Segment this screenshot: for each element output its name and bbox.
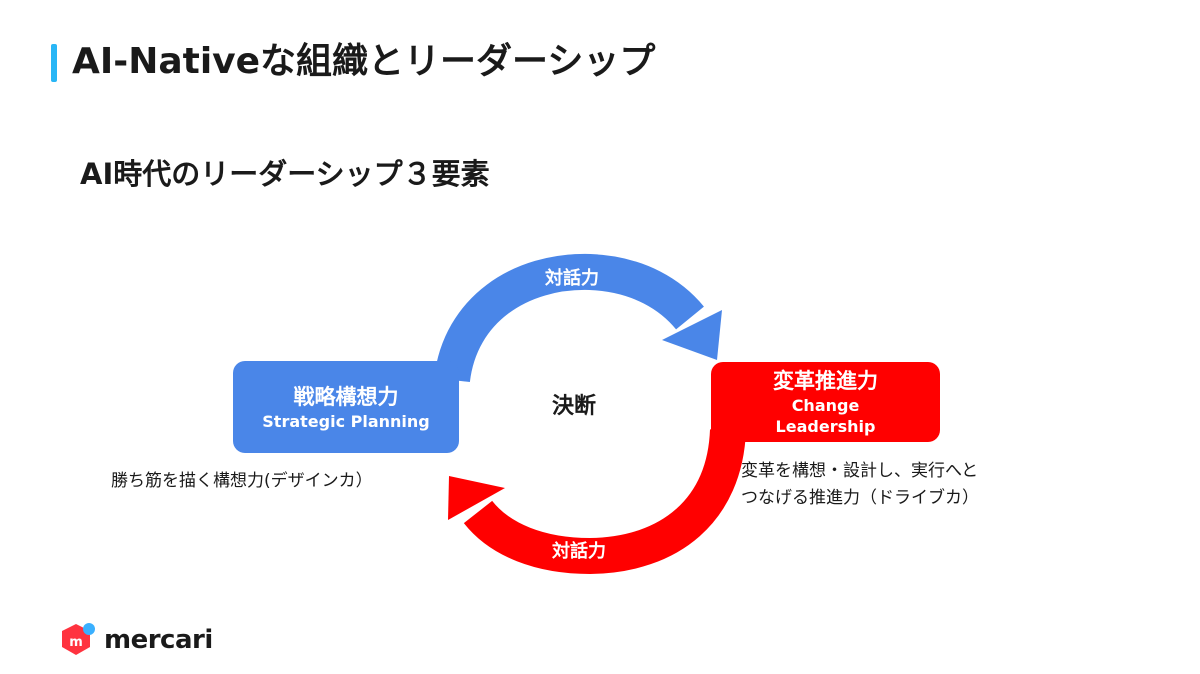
title-accent-bar (51, 44, 57, 82)
top-arrow-label: 対話力 (545, 268, 599, 289)
change-leadership-english-line2: Leadership (775, 417, 876, 436)
mercari-logo-text: mercari (104, 625, 213, 655)
strategic-planning-title: 戦略構想力 (293, 384, 399, 409)
top-cycle-arrow-shaft (434, 253, 704, 383)
change-leadership-box: 変革推進力 Change Leadership (711, 362, 940, 442)
change-leadership-english-line1: Change (791, 396, 860, 415)
strategic-planning-box: 戦略構想力 Strategic Planning (233, 361, 459, 453)
change-leadership-description: 変革を構想・設計し、実行へと つなげる推進力（ドライブカ） (741, 458, 979, 512)
top-cycle-arrowhead-icon (662, 310, 722, 360)
strategic-planning-english: Strategic Planning (262, 411, 430, 431)
change-leadership-title: 変革推進力 (773, 369, 878, 393)
decision-label: 決断 (552, 394, 597, 419)
bottom-cycle-arrowhead-icon (448, 476, 505, 520)
slide-subtitle: AI時代のリーダーシップ３要素 (80, 157, 490, 191)
svg-text:m: m (69, 635, 83, 650)
strategic-planning-description: 勝ち筋を描く構想力(デザインカ） (111, 471, 373, 491)
mercari-logo: m mercari (56, 620, 213, 660)
change-leadership-description-line1: 変革を構想・設計し、実行へと (741, 461, 979, 481)
mercari-m-icon: m (62, 623, 95, 655)
slide-title: AI-Nativeな組織とリーダーシップ (72, 41, 656, 82)
bottom-arrow-label: 対話力 (552, 541, 606, 562)
change-leadership-description-line2: つなげる推進力（ドライブカ） (741, 488, 979, 508)
bottom-cycle-arrow-shaft (463, 428, 746, 575)
